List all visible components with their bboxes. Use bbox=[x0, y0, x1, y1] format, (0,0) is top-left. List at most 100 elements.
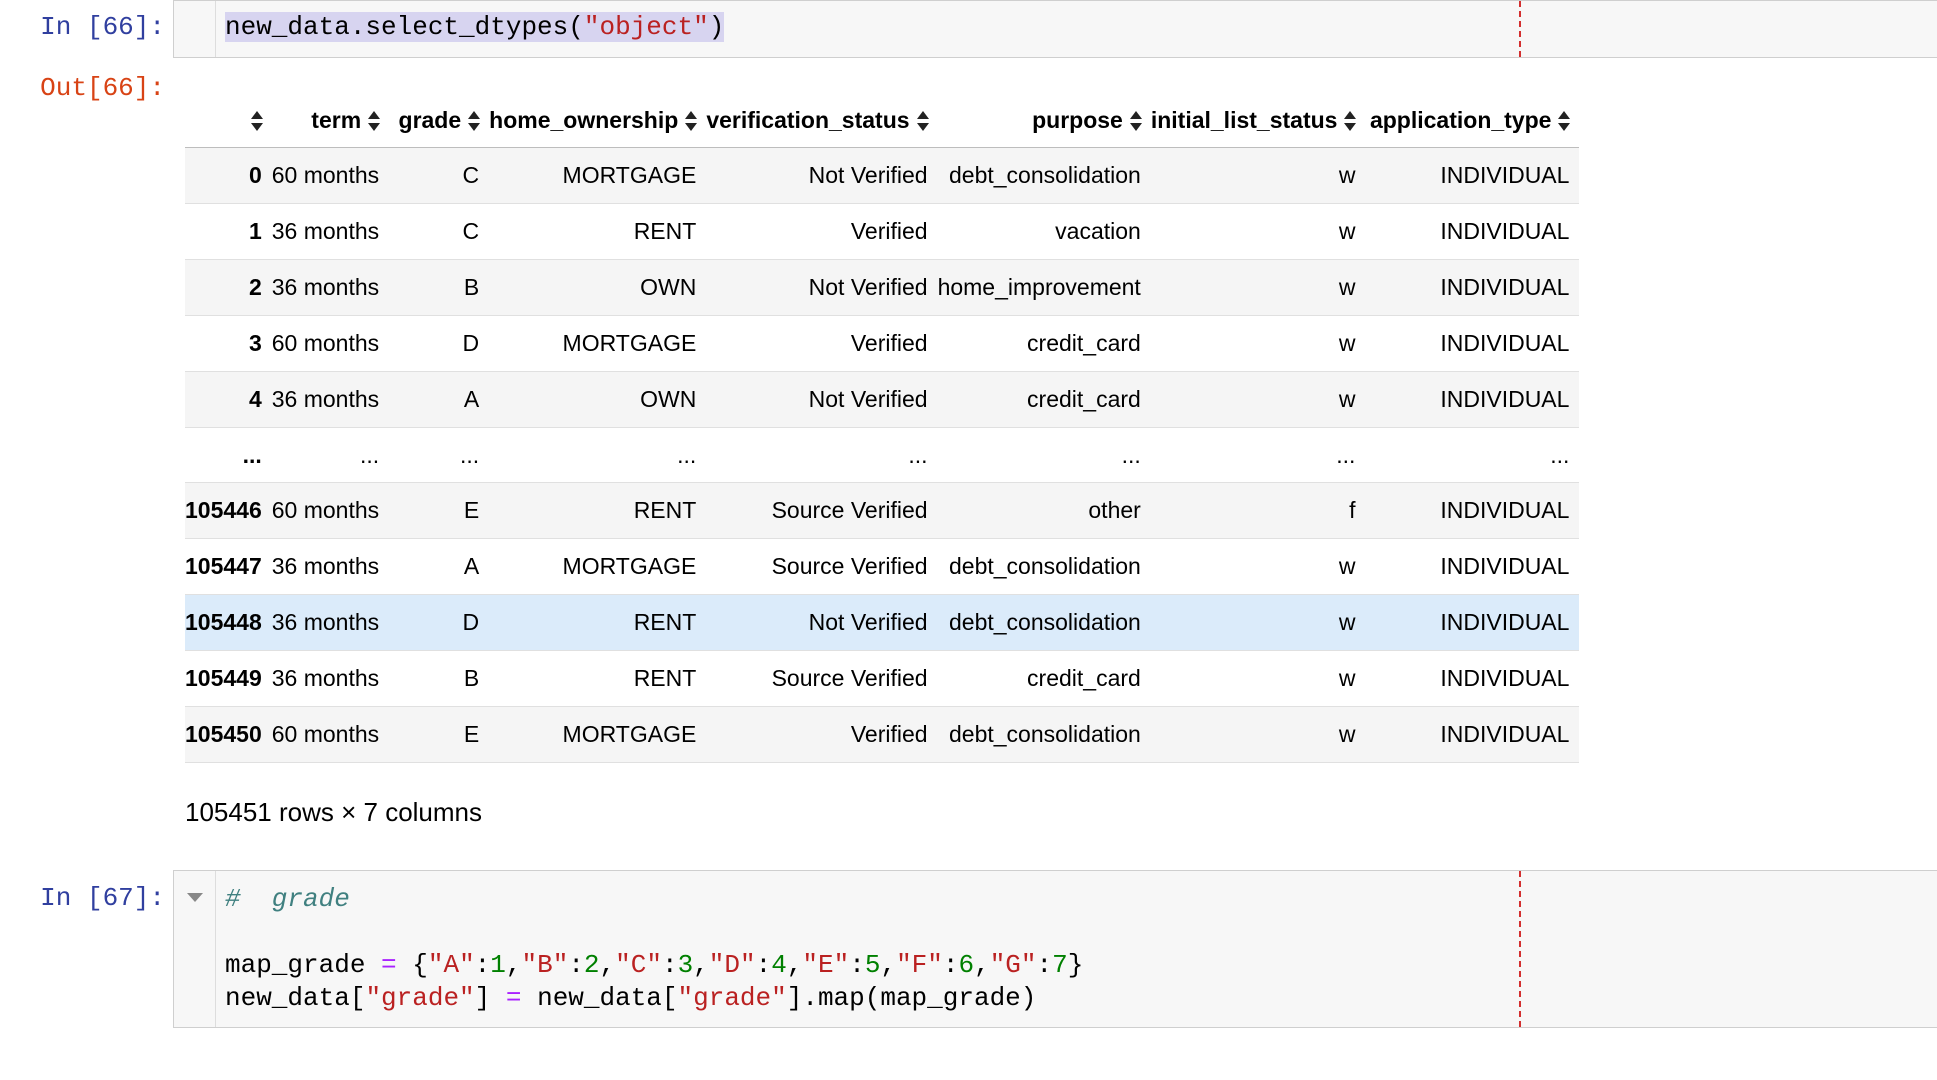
comma: , bbox=[786, 950, 803, 980]
table-cell: C bbox=[389, 147, 490, 204]
table-cell: RENT bbox=[489, 482, 707, 539]
table-cell: w bbox=[1150, 594, 1366, 651]
code-line-map-assign[interactable]: new_data["grade"] = new_data["grade"].ma… bbox=[225, 982, 1036, 1015]
table-cell: Verified bbox=[706, 203, 938, 260]
code-cell-66[interactable]: new_data.select_dtypes("object") bbox=[173, 0, 1937, 58]
table-cell: 60 months bbox=[271, 315, 390, 372]
sort-icon[interactable] bbox=[467, 111, 481, 132]
row-index: 3 bbox=[185, 315, 272, 372]
table-cell: INDIVIDUAL bbox=[1365, 315, 1580, 372]
code-cell-67[interactable]: # grade map_grade = {"A":1,"B":2,"C":3,"… bbox=[173, 870, 1937, 1028]
code-text: } bbox=[1067, 950, 1084, 980]
colon: : bbox=[849, 950, 865, 980]
column-header-purpose[interactable]: purpose bbox=[937, 93, 1151, 148]
table-cell: debt_consolidation bbox=[937, 147, 1151, 204]
sort-icon[interactable] bbox=[250, 111, 264, 132]
table-cell: INDIVIDUAL bbox=[1365, 259, 1580, 316]
code-line-map-grade[interactable]: map_grade = {"A":1,"B":2,"C":3,"D":4,"E"… bbox=[225, 949, 1083, 982]
sort-icon[interactable] bbox=[916, 111, 930, 132]
in-prompt-66: In [66]: bbox=[40, 12, 165, 42]
sort-icon[interactable] bbox=[1343, 111, 1357, 132]
line-length-ruler bbox=[1519, 871, 1521, 1027]
row-index: ... bbox=[185, 427, 272, 483]
comment-line[interactable]: # grade bbox=[225, 884, 350, 914]
column-header-application-type[interactable]: application_type bbox=[1365, 93, 1580, 148]
table-cell: 36 months bbox=[271, 203, 390, 260]
colon: : bbox=[661, 950, 678, 980]
table-cell: w bbox=[1150, 315, 1366, 372]
code-line[interactable]: new_data.select_dtypes("object") bbox=[225, 11, 725, 44]
sort-icon[interactable] bbox=[1129, 111, 1143, 132]
column-header-index[interactable] bbox=[185, 93, 272, 148]
column-header-verification-status[interactable]: verification_status bbox=[706, 93, 938, 148]
comma: , bbox=[599, 950, 616, 980]
table-cell: Source Verified bbox=[706, 538, 938, 595]
dict-value: 7 bbox=[1052, 950, 1068, 980]
table-cell: w bbox=[1150, 650, 1366, 707]
table-cell: OWN bbox=[489, 371, 707, 428]
code-text: ) bbox=[708, 12, 725, 42]
row-index: 105447 bbox=[185, 538, 272, 595]
table-cell: w bbox=[1150, 259, 1366, 316]
table-cell: E bbox=[389, 706, 490, 763]
column-header-term[interactable]: term bbox=[271, 93, 390, 148]
table-cell: INDIVIDUAL bbox=[1365, 203, 1580, 260]
table-cell: E bbox=[389, 482, 490, 539]
column-header-initial-list-status[interactable]: initial_list_status bbox=[1150, 93, 1366, 148]
column-header-home-ownership[interactable]: home_ownership bbox=[489, 93, 707, 148]
cell-gutter bbox=[174, 1, 216, 57]
table-cell: ... bbox=[389, 427, 490, 483]
sort-icon[interactable] bbox=[684, 111, 698, 132]
dict-value: 3 bbox=[677, 950, 694, 980]
dict-key: "D" bbox=[708, 950, 756, 980]
table-cell: 36 months bbox=[271, 650, 390, 707]
table-cell: MORTGAGE bbox=[489, 147, 707, 204]
table-cell: f bbox=[1150, 482, 1366, 539]
comma: , bbox=[880, 950, 897, 980]
column-header-grade[interactable]: grade bbox=[389, 93, 490, 148]
table-cell: credit_card bbox=[937, 315, 1151, 372]
table-cell: INDIVIDUAL bbox=[1365, 594, 1580, 651]
sort-icon[interactable] bbox=[367, 111, 381, 132]
table-cell: 60 months bbox=[271, 706, 390, 763]
table-cell: Not Verified bbox=[706, 259, 938, 316]
operator: = bbox=[381, 950, 397, 980]
table-cell: A bbox=[389, 538, 490, 595]
code-text: ] bbox=[474, 983, 506, 1013]
table-cell: 36 months bbox=[271, 259, 390, 316]
collapse-triangle-icon[interactable] bbox=[187, 893, 203, 902]
sort-icon[interactable] bbox=[1557, 111, 1571, 132]
table-cell: 36 months bbox=[271, 594, 390, 651]
table-cell: vacation bbox=[937, 203, 1151, 260]
row-index: 105450 bbox=[185, 706, 272, 763]
table-cell: w bbox=[1150, 538, 1366, 595]
colon: : bbox=[1036, 950, 1053, 980]
table-cell: Not Verified bbox=[706, 147, 938, 204]
column-header-label: application_type bbox=[1369, 106, 1552, 133]
table-cell: home_improvement bbox=[937, 259, 1151, 316]
table-cell: RENT bbox=[489, 203, 707, 260]
table-cell: RENT bbox=[489, 594, 707, 651]
table-cell: 36 months bbox=[271, 538, 390, 595]
column-header-label: home_ownership bbox=[489, 106, 679, 133]
string-literal: "grade" bbox=[677, 983, 787, 1013]
table-cell: credit_card bbox=[937, 650, 1151, 707]
table-cell: w bbox=[1150, 147, 1366, 204]
table-cell: RENT bbox=[489, 650, 707, 707]
table-cell: MORTGAGE bbox=[489, 706, 707, 763]
row-index: 2 bbox=[185, 259, 272, 316]
table-cell: INDIVIDUAL bbox=[1365, 650, 1580, 707]
table-row[interactable]: ........................ bbox=[185, 427, 1580, 483]
